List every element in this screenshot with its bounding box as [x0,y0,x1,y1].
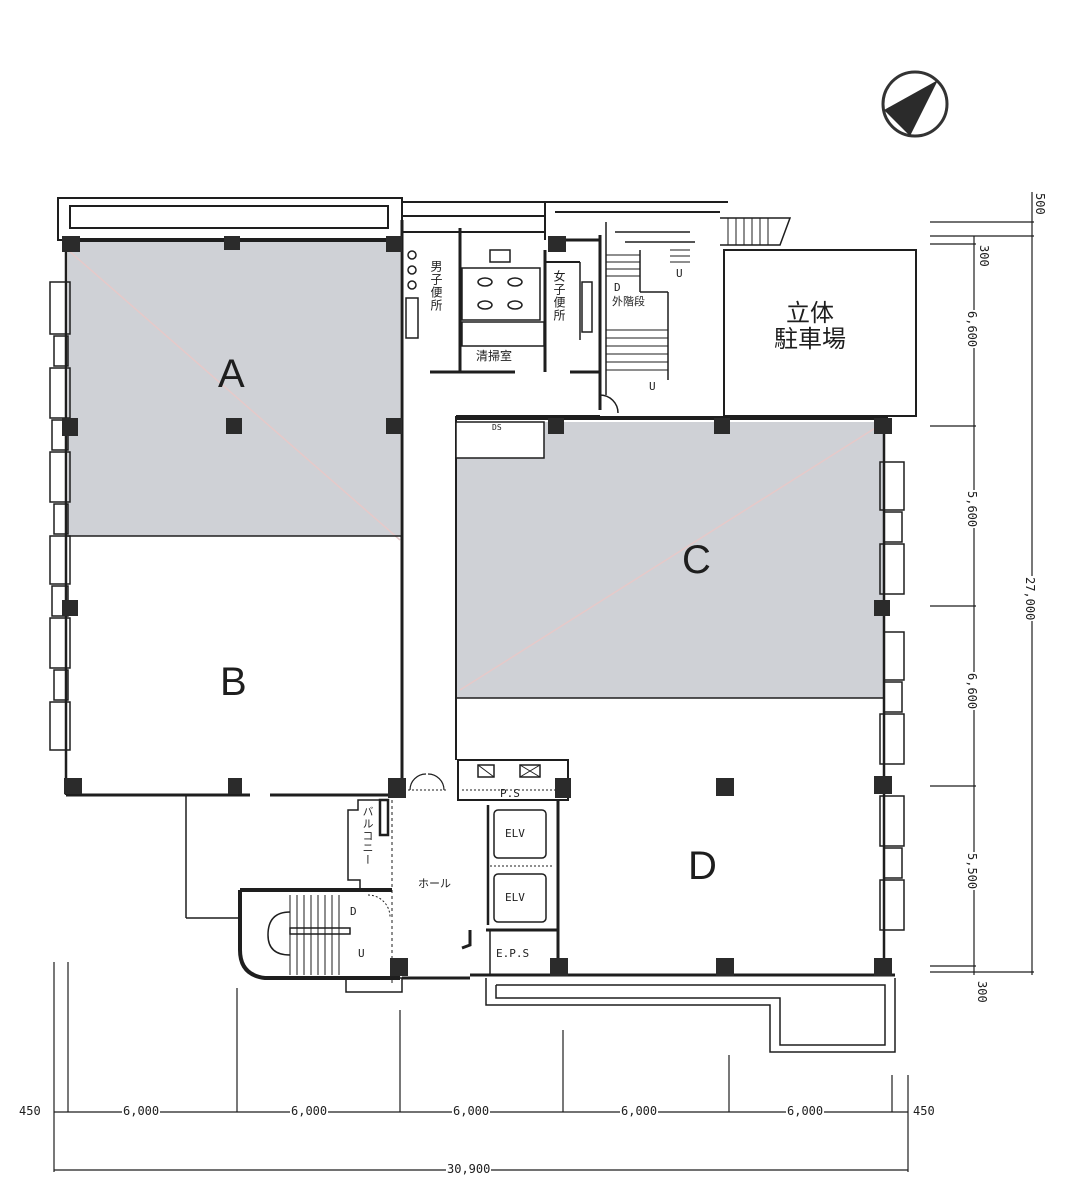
dim-inner-top: 300 [977,244,991,268]
dim-v-span-2: 5,600 [965,490,979,529]
room-a-shade [68,242,400,536]
outdoor-stairs-up-label-2: U [649,380,656,393]
dim-span-2: 6,000 [290,1104,329,1118]
janitor-room-label: 清掃室 [476,349,513,363]
womens-toilet-label: 女子便所 [552,270,566,322]
room-b-label: B [220,660,247,704]
pipe-shaft-label: P.S [500,787,520,800]
parking-label: 立体 駐車場 [774,300,846,353]
elevator-1-label: ELV [505,827,525,840]
dim-v-span-1: 6,600 [965,310,979,349]
parking-label-line2: 駐車場 [774,325,846,354]
room-d-label: D [688,844,717,888]
parking-label-line1: 立体 [786,299,834,327]
dim-span-5: 6,000 [786,1104,825,1118]
dim-top-offset: 500 [1033,192,1047,216]
dim-span-1: 6,000 [122,1104,161,1118]
outdoor-stairs-label: 外階段 [612,295,645,308]
ds-label: DS [492,423,502,432]
mens-toilet-label: 男子便所 [429,260,443,312]
columns [62,236,892,976]
room-a-label: A [218,352,245,396]
hall-label: ホール [418,877,451,890]
dim-v-span-3: 6,600 [965,672,979,711]
dim-total-width: 30,900 [446,1162,492,1176]
elevator-2-label: ELV [505,891,525,904]
dim-right-offset: 450 [912,1104,936,1118]
dim-left-offset: 450 [18,1104,42,1118]
room-c-label: C [682,538,711,582]
eps-label: E.P.S [496,947,530,960]
dim-span-3: 6,000 [452,1104,491,1118]
outdoor-stairs-up-label: U [676,267,683,280]
dim-inner-bottom: 300 [975,980,989,1004]
stair-down-label: D [350,905,357,918]
stair-up-label: U [358,947,365,960]
balcony-label: バルコニー [361,806,374,866]
dim-v-span-4: 5,500 [965,852,979,891]
dim-span-4: 6,000 [620,1104,659,1118]
north-arrow-icon [881,70,949,138]
outdoor-stairs-down-label: D [614,281,621,294]
dim-total-depth: 27,000 [1023,576,1037,622]
